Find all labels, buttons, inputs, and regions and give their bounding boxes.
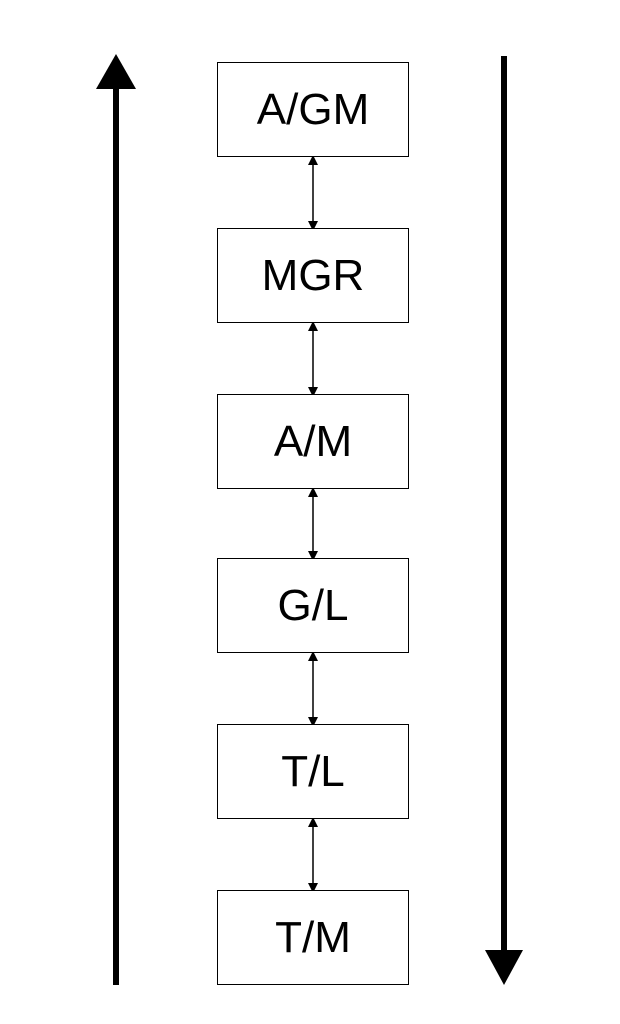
upward-flow-arrow (96, 54, 136, 985)
level-label: T/M (275, 912, 351, 962)
level-label: A/GM (256, 84, 370, 134)
level-label: T/L (281, 746, 345, 796)
downward-flow-arrow (485, 56, 523, 985)
level-box-am: A/M (217, 394, 409, 489)
level-box-agm: A/GM (217, 62, 409, 157)
level-label: A/M (273, 416, 353, 466)
level-label: MGR (261, 250, 365, 300)
level-box-tm: T/M (217, 890, 409, 985)
level-box-gl: G/L (217, 558, 409, 653)
level-label: G/L (277, 580, 349, 630)
level-box-tl: T/L (217, 724, 409, 819)
level-box-mgr: MGR (217, 228, 409, 323)
